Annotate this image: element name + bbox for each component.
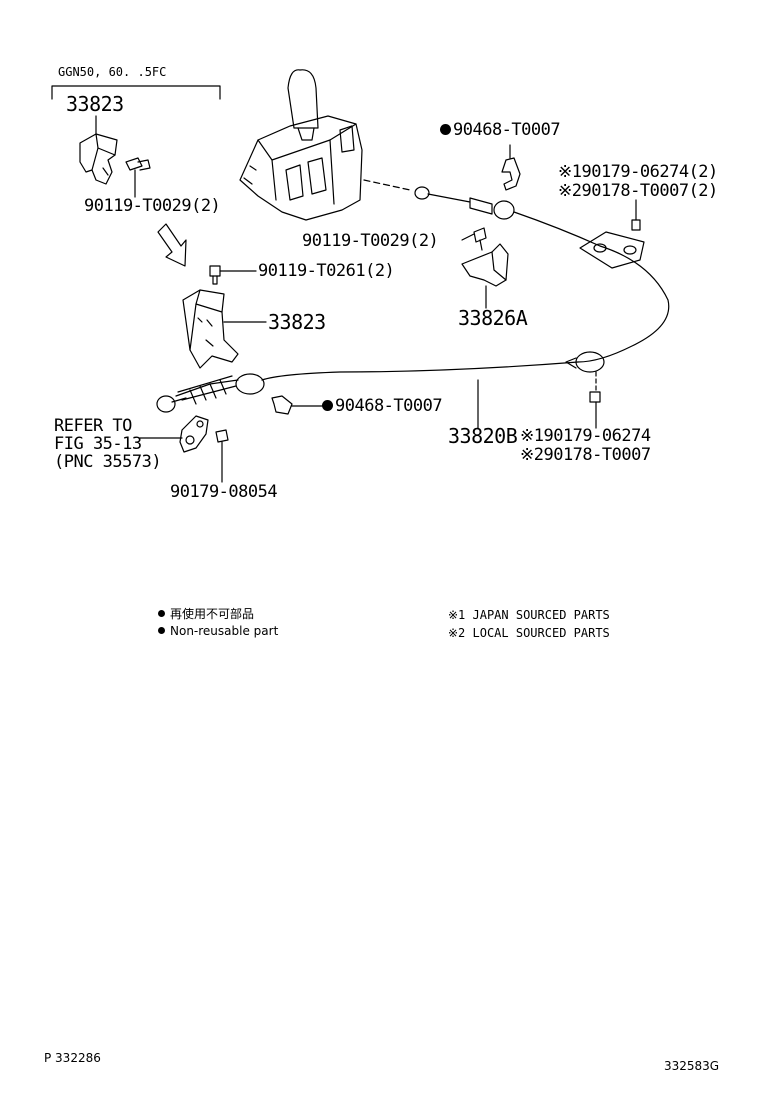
part-label-nut-lower-1: ※190179-06274 [520,426,651,446]
part-label-clamp-nut: 90179-08054 [170,482,278,502]
footer-page-ref: P 332286 [44,1051,101,1065]
direction-arrow [157,223,187,267]
bolt-top-drawing [125,157,151,198]
clip-upper-drawing [501,144,521,191]
nonreusable-dot-icon [158,627,165,634]
part-label-bolt-bracket-main: 90119-T0261(2) [258,261,395,281]
footer-fig-id: 332583G [664,1059,720,1073]
model-bracket-line [51,85,221,100]
legend-local-parts: ※2 LOCAL SOURCED PARTS [448,626,610,640]
part-label-cable: 33820B [448,424,518,448]
part-label-bolt-cable: 90119-T0029(2) [302,231,439,251]
clamp-nut-drawing [215,429,229,483]
part-label-clip-upper: 90468-T0007 [440,122,561,139]
bolt-main-drawing [209,265,257,285]
part-label-bracket-top: 33823 [66,92,124,116]
legend-nonreusable-en: Non-reusable part [158,625,278,637]
shift-lever-drawing [239,69,363,221]
part-label-nut-upper-2: ※290178-T0007(2) [558,181,718,201]
bracket-cable-drawing [461,243,509,309]
cable-mid-fitting [565,351,605,429]
legend-japan-parts: ※1 JAPAN SOURCED PARTS [448,608,610,622]
clamp-drawing [139,415,209,453]
part-label-clip-lower: 90468-T0007 [322,398,443,415]
bracket-top-drawing [79,115,118,185]
part-label-nut-upper-1: ※190179-06274(2) [558,162,718,182]
refer-line-3: (PNC 35573) [54,452,162,472]
cable-upper-end [414,186,601,247]
leader-bolt-cable [461,233,475,241]
bolt-cable-drawing [461,227,487,251]
part-label-bracket-cable: 33826A [458,306,528,330]
main-cable-lower [261,361,579,381]
part-label-bolt-bracket-top: 90119-T0029(2) [84,196,221,216]
refer-line-1: REFER TO [54,416,132,436]
part-label-bracket-main: 33823 [268,310,326,334]
clip-lower-drawing [271,395,323,415]
part-label-nut-lower-2: ※290178-T0007 [520,445,651,465]
nonreusable-dot-icon [158,610,165,617]
main-cable [577,245,670,363]
bracket-main-drawing [182,289,267,369]
upper-plate-drawing [579,199,645,269]
model-note: GGN50, 60. .5FC [58,65,167,79]
refer-line-2: FIG 35-13 [54,434,142,454]
cable-lower-end [156,373,265,413]
legend-nonreusable-jp: 再使用不可部品 [158,608,254,620]
lever-cable-dashline [363,179,411,191]
nonreusable-dot-icon [440,123,451,135]
nonreusable-dot-icon [322,399,333,411]
